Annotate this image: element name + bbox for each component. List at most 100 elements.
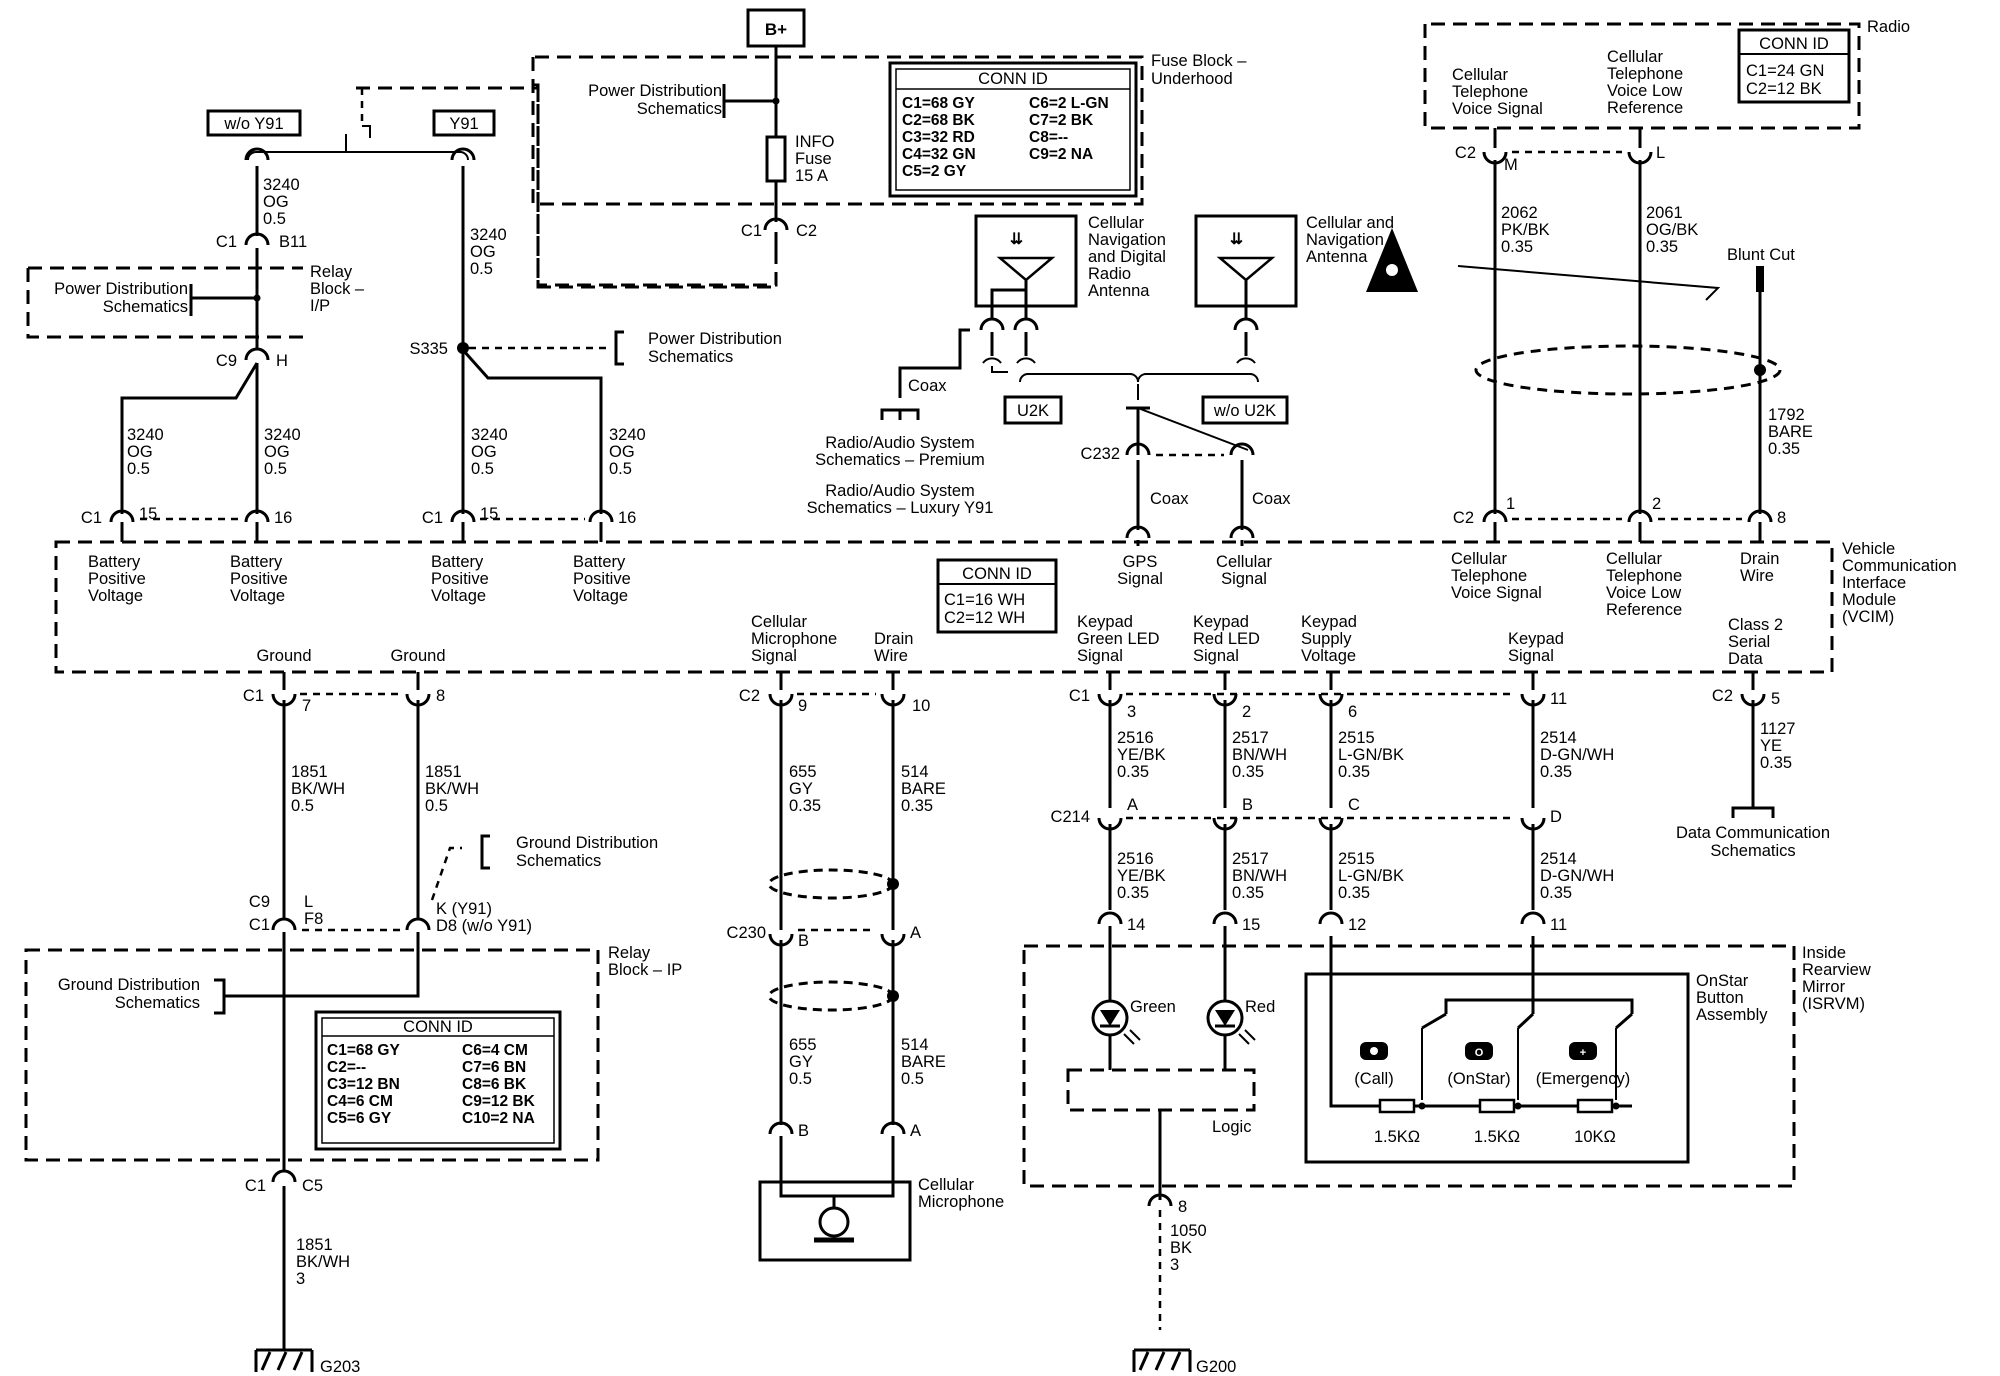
vcim-low-label: Telephone: [1606, 567, 1682, 585]
antenna1-label: Cellular: [1088, 214, 1144, 232]
relay-block-ip-bottom: [24, 948, 600, 1162]
mic-signal-label: Cellular: [751, 613, 807, 631]
wire-2062: 0.35: [1501, 238, 1533, 256]
relay-conn-row: C8=6 BK: [462, 1076, 527, 1093]
wire-3240-gauge: 0.5: [264, 460, 287, 478]
relay-bottom-title-2: Block – IP: [608, 961, 682, 979]
pin-5: 5: [1771, 690, 1780, 708]
wire-2514: D-GN/WH: [1540, 746, 1614, 764]
wire-655: 0.35: [789, 797, 821, 815]
wire-2515: L-GN/BK: [1338, 867, 1404, 885]
wire-655: 655: [789, 763, 817, 781]
pin-9: 9: [798, 697, 807, 715]
wire-514: 0.35: [901, 797, 933, 815]
antenna1-label: Navigation: [1088, 231, 1166, 249]
green-label: Green: [1130, 998, 1176, 1016]
antenna2-label: Cellular and: [1306, 214, 1394, 232]
keypad-green-label: Keypad: [1077, 613, 1133, 631]
option-y91: Y91: [449, 115, 478, 133]
radio-low-label: Reference: [1607, 99, 1683, 117]
fuse-block-underhood: B+ Fuse Block – Underhood Power Distribu…: [531, 8, 1247, 287]
antenna-section: ⇊ Cellular Navigation and Digital Radio …: [807, 214, 1418, 588]
s335-pd-2: Schematics: [648, 348, 733, 366]
class2-circuit: 1127 YE 0.35 Data Communication Schemati…: [1676, 700, 1830, 860]
antenna1-label: Radio: [1088, 265, 1131, 283]
coax-label: Coax: [908, 377, 947, 395]
batt-label: Battery: [431, 553, 484, 571]
fuse-pd-label-1: Power Distribution: [588, 82, 722, 100]
wire-1851: BK/WH: [291, 780, 345, 798]
radio-luxury-2: Schematics – Luxury Y91: [807, 499, 994, 517]
fuse-block-outline: [531, 55, 1144, 206]
svg-text:+: +: [1580, 1047, 1586, 1059]
gd-box-label-1: Ground Distribution: [58, 976, 200, 994]
keypad-supply-label: Supply: [1301, 630, 1352, 648]
wire-2516: 2516: [1117, 729, 1154, 747]
relay-h: H: [276, 352, 288, 370]
relay-conn-row: C7=6 BN: [462, 1059, 526, 1076]
radio-low-label: Telephone: [1607, 65, 1683, 83]
batt-label: Voltage: [88, 587, 143, 605]
info-fuse: [765, 135, 787, 183]
vcim-battery-pins: C1 15 16 C1 15 16 Battery Positive Volta…: [81, 505, 636, 605]
onstar-label: (OnStar): [1447, 1070, 1510, 1088]
radio-conn-row: C2=12 BK: [1746, 80, 1822, 98]
batt-label: Battery: [88, 553, 141, 571]
option-wo-y91: w/o Y91: [223, 115, 283, 133]
pin-c2: C2: [739, 687, 760, 705]
resistor-value: 1.5KΩ: [1374, 1128, 1420, 1146]
batt-label: Battery: [230, 553, 283, 571]
relay-block-ip-top-outline: [26, 266, 303, 339]
wire-2061: 2061: [1646, 204, 1683, 222]
isrvm-title: Inside: [1802, 944, 1846, 962]
relay-bottom-title-1: Relay: [608, 944, 651, 962]
s335-pd-1: Power Distribution: [648, 330, 782, 348]
wire-2515: L-GN/BK: [1338, 746, 1404, 764]
class2-label: Class 2: [1728, 616, 1783, 634]
relay-conn-row: C9=12 BK: [462, 1093, 536, 1110]
wire-2062: PK/BK: [1501, 221, 1550, 239]
gd-label-2: Schematics: [516, 852, 601, 870]
svg-text:O: O: [1475, 1047, 1484, 1059]
signal-icon: ⇊: [1010, 231, 1023, 248]
relay-conn-title: CONN ID: [403, 1018, 473, 1036]
mic-signal-label: Signal: [751, 647, 797, 665]
wire-1851: BK/WH: [425, 780, 479, 798]
vcim-title: Module: [1842, 591, 1896, 609]
pin-c5: C5: [302, 1177, 323, 1195]
wire-2515: 2515: [1338, 850, 1375, 868]
relay-pd-2: Schematics: [103, 298, 188, 316]
wire-2514: 2514: [1540, 729, 1577, 747]
vcim-voice-label: Telephone: [1451, 567, 1527, 585]
wire-1050: BK: [1170, 1239, 1192, 1257]
relay-conn-row: C2=--: [327, 1059, 366, 1076]
wire-3240-num: 3240: [127, 426, 164, 444]
fuse-conn-row: C2=68 BK: [902, 112, 976, 129]
radio-premium-1: Radio/Audio System: [825, 434, 975, 452]
onstar-assembly-label: Button: [1696, 989, 1744, 1007]
vcim-pin-15: 15: [480, 505, 498, 523]
drain-wire-label: Drain: [874, 630, 913, 648]
relay-conn-row: C1=68 GY: [327, 1042, 400, 1059]
pin-8: 8: [436, 687, 445, 705]
relay-top-title-3: I/P: [310, 297, 330, 315]
fuse-name-2: Fuse: [795, 150, 832, 168]
pin-c1: C1: [1069, 687, 1090, 705]
class2-label: Serial: [1728, 633, 1770, 651]
batt-label: Voltage: [573, 587, 628, 605]
pin-2: 2: [1242, 703, 1251, 721]
mic-label-2: Microphone: [918, 1193, 1004, 1211]
pin-a: A: [1127, 796, 1138, 814]
wire-2514: D-GN/WH: [1540, 867, 1614, 885]
wire-655b: GY: [789, 1053, 813, 1071]
relay-conn-row: C4=6 CM: [327, 1093, 393, 1110]
ground-label: Ground: [256, 647, 311, 665]
radio-low-label: Voice Low: [1607, 82, 1682, 100]
relay-conn-row: C5=6 GY: [327, 1110, 392, 1127]
wire-2517: 0.35: [1232, 884, 1264, 902]
isrvm-title: (ISRVM): [1802, 995, 1865, 1013]
wire-2515: 2515: [1338, 729, 1375, 747]
pin-6: 6: [1348, 703, 1357, 721]
vcim-low-label: Reference: [1606, 601, 1682, 619]
